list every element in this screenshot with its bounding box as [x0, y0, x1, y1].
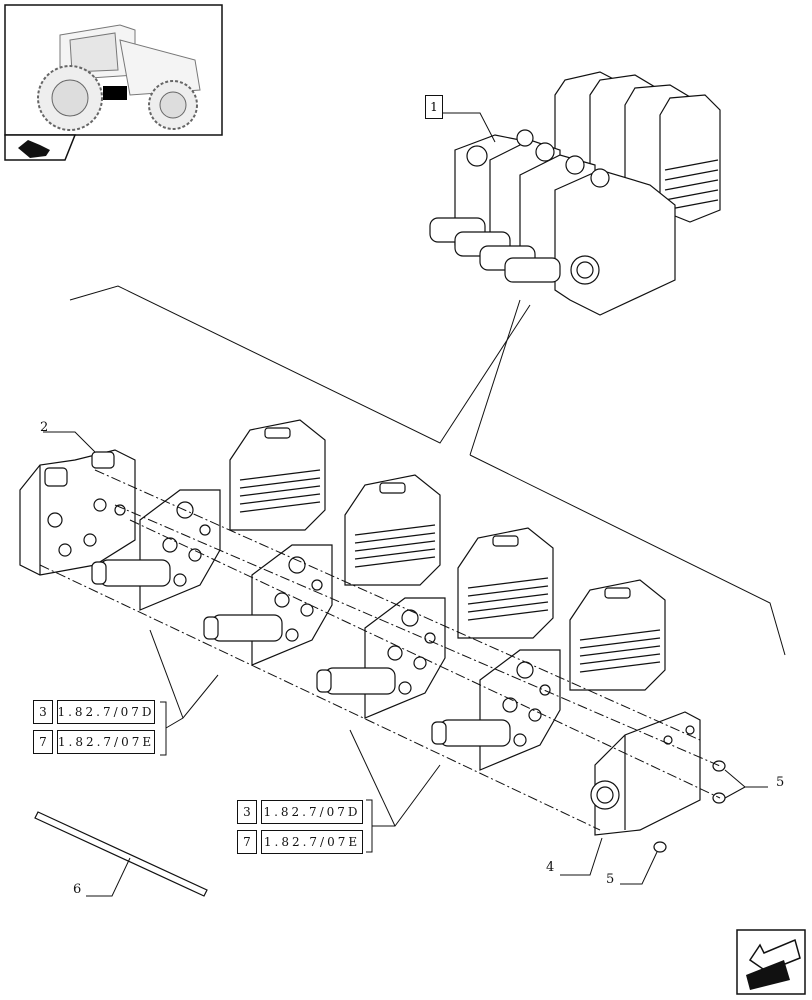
section-arrow-badge-icon [18, 140, 50, 158]
reference-index: 7 [237, 830, 257, 854]
reference-link[interactable]: 7 1.82.7/07E [33, 730, 155, 754]
reference-index: 3 [33, 700, 53, 724]
reference-code: 1.82.7/07D [57, 700, 155, 724]
callout-4: 4 [546, 860, 555, 875]
callout-2: 2 [40, 420, 49, 435]
reference-link[interactable]: 3 1.82.7/07D [237, 800, 363, 824]
reference-index: 7 [33, 730, 53, 754]
callout-5-lower: 5 [606, 872, 615, 887]
navigate-back-arrow-icon[interactable] [736, 929, 806, 995]
tie-rod [34, 811, 208, 897]
assembly-axis-lines [39, 469, 721, 831]
callout-6: 6 [73, 882, 82, 897]
reference-code: 1.82.7/07D [261, 800, 363, 824]
inlet-section [19, 449, 136, 576]
reference-link[interactable]: 3 1.82.7/07D [33, 700, 155, 724]
callout-5-upper: 5 [776, 775, 785, 790]
reference-code: 1.82.7/07E [57, 730, 155, 754]
assembled-valve-bank [429, 71, 721, 316]
leader-lines [86, 629, 768, 897]
reference-code: 1.82.7/07E [261, 830, 363, 854]
outlet-cover [590, 711, 701, 836]
reference-link[interactable]: 7 1.82.7/07E [237, 830, 363, 854]
callout-1: 1 [425, 95, 443, 119]
tractor-thumbnail-icon [4, 4, 223, 161]
reference-index: 3 [237, 800, 257, 824]
